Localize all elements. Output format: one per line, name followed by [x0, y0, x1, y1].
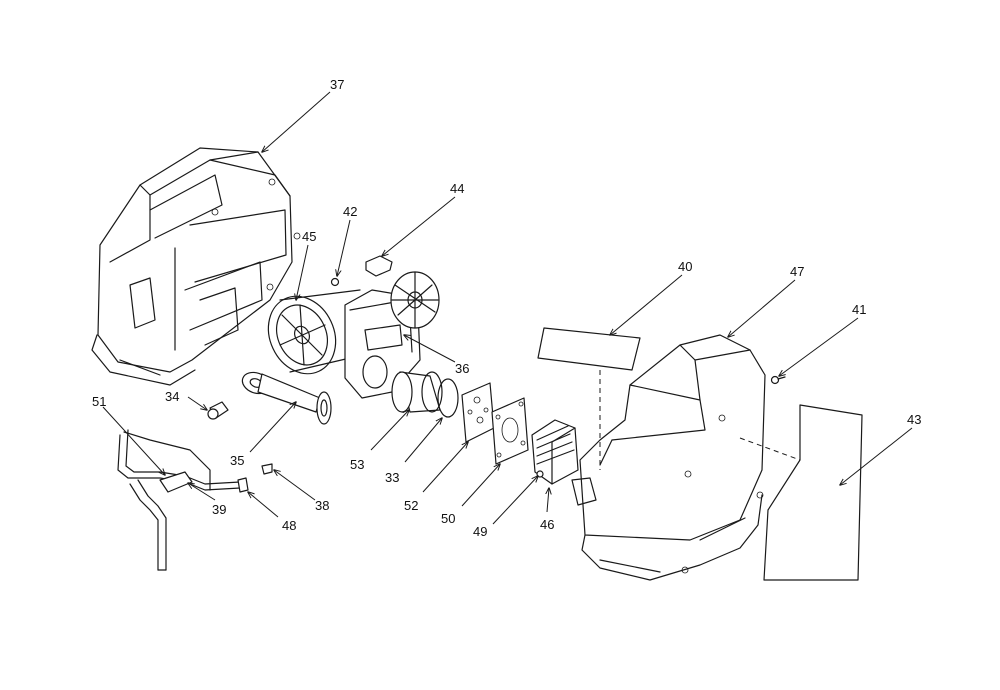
belt-flywheel-part-45 — [267, 289, 361, 375]
label-50: 50 — [441, 511, 455, 526]
label-51: 51 — [92, 394, 106, 409]
cylinder-head-part-46 — [531, 419, 579, 485]
tube-part-51 — [117, 429, 249, 571]
label-39: 39 — [212, 502, 226, 517]
label-33: 33 — [385, 470, 399, 485]
label-43: 43 — [907, 412, 921, 427]
label-45: 45 — [302, 229, 316, 244]
screw-part-41 — [770, 375, 786, 385]
front-shroud-part-47 — [571, 334, 766, 581]
label-34: 34 — [165, 389, 179, 404]
label-44: 44 — [450, 181, 464, 196]
label-53: 53 — [350, 457, 364, 472]
label-46: 46 — [540, 517, 554, 532]
label-47: 47 — [790, 264, 804, 279]
pump-motor-part-36 — [344, 271, 440, 399]
label-49: 49 — [473, 524, 487, 539]
bolt-part-34 — [207, 401, 229, 420]
label-36: 36 — [455, 361, 469, 376]
gasket-part-50 — [491, 397, 529, 465]
label-52: 52 — [404, 498, 418, 513]
rear-shroud-part-37 — [91, 147, 301, 386]
pad-part-44 — [365, 255, 393, 277]
decal-part-43 — [763, 404, 863, 581]
label-48: 48 — [282, 518, 296, 533]
label-37: 37 — [330, 77, 344, 92]
cylinder-part-53 — [391, 371, 443, 413]
screw-part-42 — [330, 277, 340, 287]
o-ring-part-33 — [437, 378, 459, 418]
leader-lines — [102, 91, 913, 525]
clip-part-38 — [261, 463, 273, 475]
dashed-guide-43 — [739, 437, 801, 461]
label-35: 35 — [230, 453, 244, 468]
part-number-labels: 37 42 44 45 40 47 41 36 43 34 51 35 53 3… — [92, 77, 921, 539]
label-38: 38 — [315, 498, 329, 513]
connecting-rod-part-35 — [241, 371, 332, 425]
valve-plate-part-52 — [461, 382, 495, 443]
label-42: 42 — [343, 204, 357, 219]
label-40: 40 — [678, 259, 692, 274]
label-41: 41 — [852, 302, 866, 317]
label-part-40 — [537, 327, 641, 371]
